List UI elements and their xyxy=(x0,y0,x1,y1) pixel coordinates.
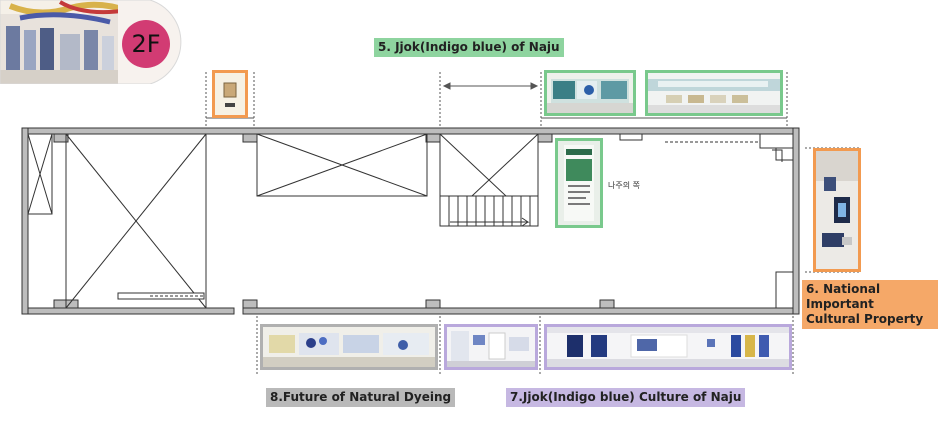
zone5-photo-right xyxy=(645,70,783,116)
zone6-label-line2: Cultural Property xyxy=(806,312,924,326)
zone7-image-left xyxy=(447,327,535,367)
zone5-photo-left xyxy=(544,70,636,116)
zone6-label-line1: 6. National Important xyxy=(806,282,881,311)
left-column-void xyxy=(27,133,53,215)
right-structures xyxy=(619,133,794,309)
zone5-label: 5. Jjok(Indigo blue) of Naju xyxy=(374,38,564,57)
korean-room-label: 나주의 쪽 xyxy=(608,181,640,190)
zone7-photo-right xyxy=(544,324,792,370)
center-void xyxy=(256,133,428,197)
zone6-photo xyxy=(813,148,861,272)
dimension-arrows-top xyxy=(205,72,788,126)
small-display-photo xyxy=(212,70,248,118)
zone8-label: 8.Future of Natural Dyeing xyxy=(266,388,456,407)
floor-photo xyxy=(0,0,182,84)
zone7-label: 7.Jjok(Indigo blue) Culture of Naju xyxy=(506,388,746,407)
small-display-image xyxy=(215,73,245,115)
dimension-arrows-bottom xyxy=(256,316,794,374)
zone5-image-right xyxy=(648,73,780,113)
zone7-image-right xyxy=(547,327,789,367)
outer-walls xyxy=(21,127,800,315)
floor-badge: 2F xyxy=(122,20,170,68)
atrium-void xyxy=(65,133,207,309)
zone8-image xyxy=(263,327,435,367)
stair-steps xyxy=(439,195,539,227)
zone7-photo-left xyxy=(444,324,538,370)
zone6-image xyxy=(816,151,858,269)
zone6-label: 6. National Important Cultural Property xyxy=(802,280,938,329)
zone5-panel-photo xyxy=(555,138,603,228)
floor-badge-area: 2F xyxy=(0,0,200,84)
zone5-panel-image xyxy=(558,141,600,225)
zone5-image-left xyxy=(547,73,633,113)
zone8-photo xyxy=(260,324,438,370)
